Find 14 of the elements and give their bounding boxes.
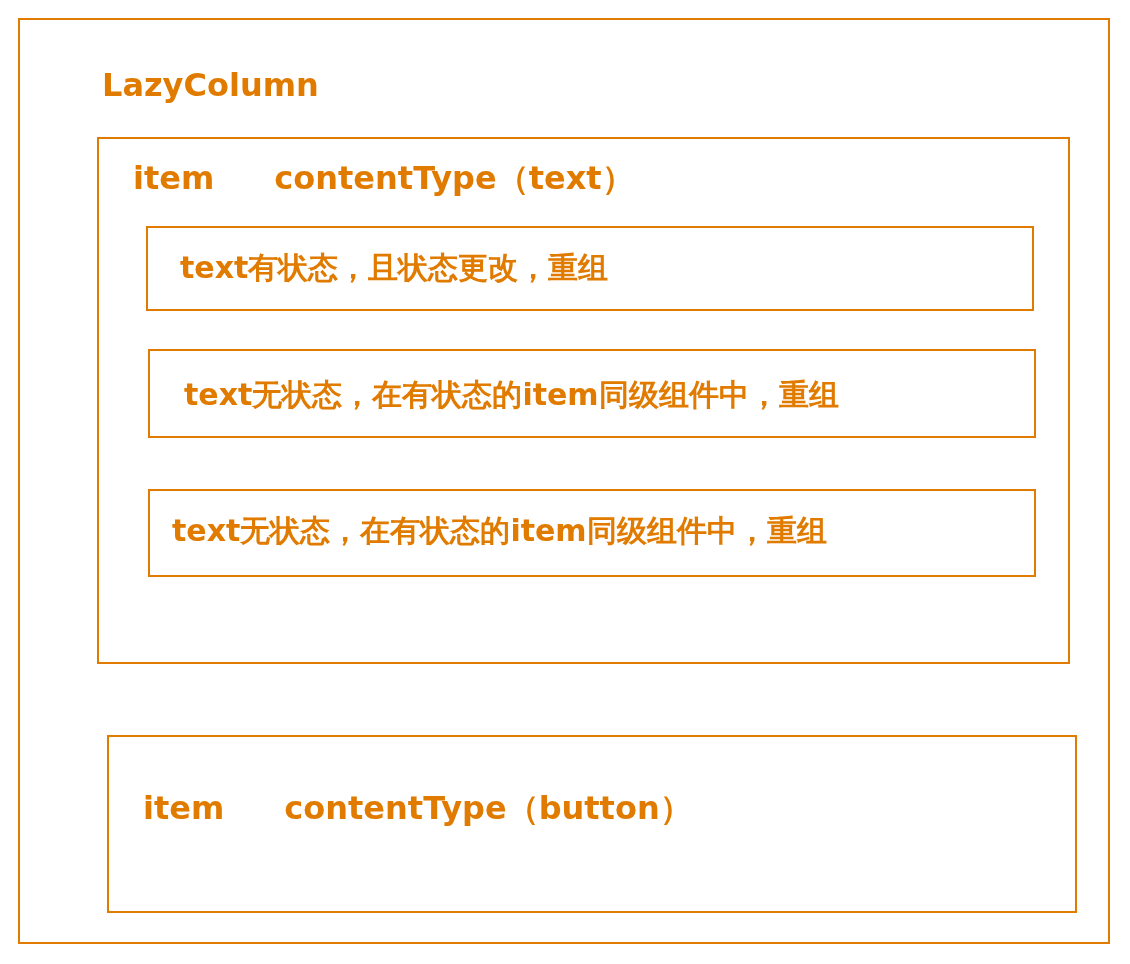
text-box (148, 349, 1036, 438)
container-title: LazyColumn (102, 66, 319, 104)
item-label: item (133, 159, 215, 197)
content-type-label: contentType（text） (274, 158, 634, 199)
content-type-label: contentType（button） (284, 788, 692, 829)
outer-container-box (18, 18, 1110, 944)
item-label: item (143, 789, 225, 827)
box-text: text无状态，在有状态的item同级组件中，重组 (184, 376, 839, 414)
box-text: text有状态，且状态更改，重组 (180, 249, 609, 287)
text-box (148, 489, 1036, 577)
item-box (107, 735, 1077, 913)
item-box (97, 137, 1070, 664)
text-box (146, 226, 1034, 311)
box-text: text无状态，在有状态的item同级组件中，重组 (172, 512, 827, 550)
